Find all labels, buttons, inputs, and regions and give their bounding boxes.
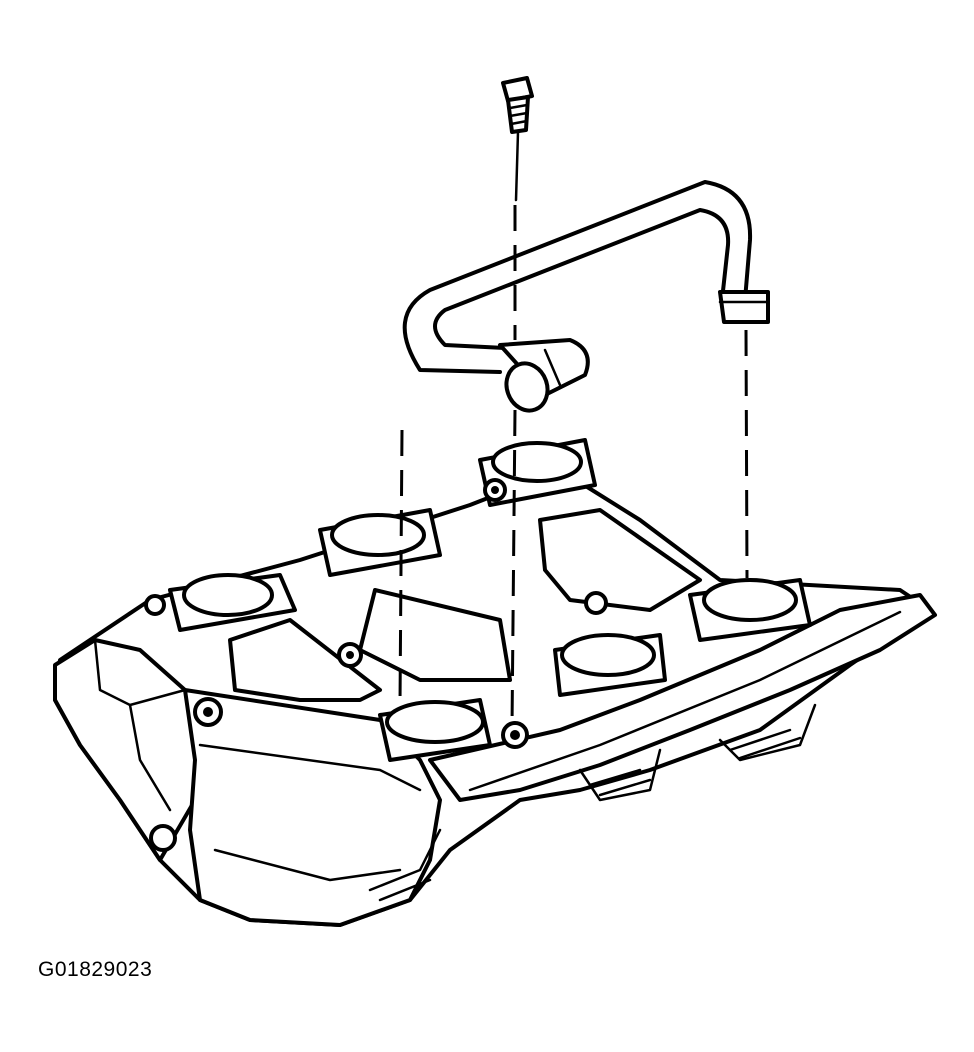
intake-manifold (53, 468, 937, 927)
boss-front (149, 824, 177, 852)
intake-ports (168, 438, 812, 762)
hose-end-fitting-left (498, 338, 590, 413)
pcv-hose (402, 180, 770, 413)
intake-port-front-center (553, 633, 667, 697)
alignment-lines (398, 205, 749, 729)
boss-right (584, 591, 608, 615)
hose-end-fitting-right (718, 290, 770, 324)
alignment-line-left (398, 429, 404, 706)
alignment-line-right (744, 329, 749, 579)
intake-port-front-left (378, 698, 492, 762)
bolt (501, 76, 534, 202)
manifold-bosses (144, 478, 608, 852)
boss-rear-left (144, 594, 166, 616)
intake-port-front-right (688, 578, 812, 642)
alignment-line-bolt-lower (510, 409, 517, 729)
intake-port-rear-left (168, 573, 297, 632)
figure-id-label: G01829023 (38, 958, 153, 981)
